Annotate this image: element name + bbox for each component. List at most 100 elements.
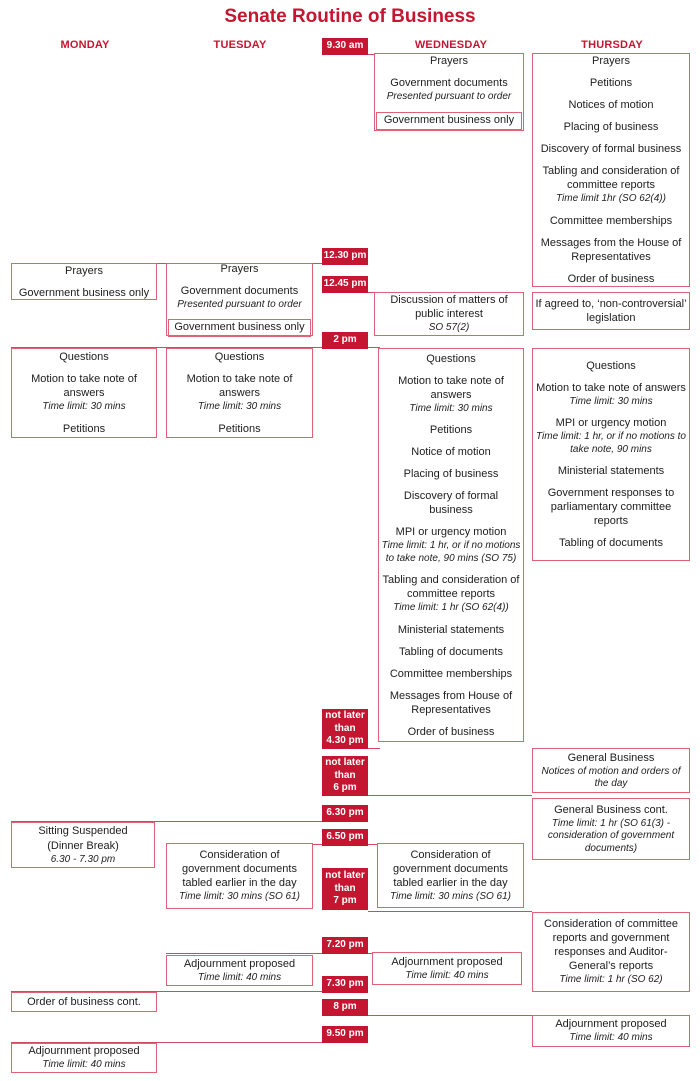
- time-badge-line: than: [334, 882, 356, 894]
- box-tue-consideration-gov-docs: Consideration of government documents ta…: [166, 843, 313, 909]
- time-badge-1245pm: 12.45 pm: [322, 276, 368, 293]
- schedule-item: MPI or urgency motion: [555, 417, 667, 430]
- schedule-item: Tabling of documents: [399, 645, 503, 658]
- time-badge-line: 7 pm: [333, 895, 357, 907]
- schedule-item: Government responses to parliamentary co…: [547, 487, 675, 528]
- time-badge-line: 7.20 pm: [326, 939, 364, 951]
- schedule-item: Tabling and consideration of committee r…: [542, 165, 680, 192]
- schedule-item: Time limit 1hr (SO 62(4)): [556, 193, 666, 205]
- schedule-item: Committee memberships: [549, 214, 673, 227]
- connector-line: [368, 1015, 532, 1017]
- connector-line: [368, 844, 378, 846]
- time-badge-line: 6 pm: [333, 782, 357, 794]
- schedule-item: If agreed to, ‘non-controversial’ legisl…: [535, 298, 687, 324]
- connector-line: [368, 748, 380, 750]
- schedule-item: Questions: [426, 352, 476, 365]
- schedule-item: Time limit: 30 mins (SO 61): [178, 891, 301, 903]
- schedule-item: Prayers: [65, 264, 103, 277]
- schedule-item: Notices of motion: [568, 99, 654, 112]
- time-badge-line: 8 pm: [333, 1001, 357, 1013]
- schedule-item: Prayers: [592, 55, 630, 68]
- schedule-item: Time limit: 1 hr (SO 61(3) - considerati…: [547, 817, 675, 854]
- schedule-item: Consideration of government documents ta…: [182, 849, 297, 890]
- time-badge-630pm: 6.30 pm: [322, 805, 368, 822]
- schedule-item: Prayers: [430, 55, 468, 68]
- time-badge-line: than: [334, 722, 356, 734]
- schedule-item: Government documents: [180, 284, 299, 297]
- box-mon-order-of-business-cont: Order of business cont.: [11, 992, 157, 1012]
- schedule-item: Government business only: [168, 319, 311, 338]
- schedule-item: Presented pursuant to order: [177, 298, 302, 310]
- schedule-item: Adjournment proposed: [28, 1045, 140, 1058]
- schedule-item: (Dinner Break): [47, 839, 119, 852]
- schedule-item: Time limit: 40 mins: [42, 1059, 126, 1071]
- schedule-item: Placing of business: [403, 468, 499, 480]
- time-badge-720pm: 7.20 pm: [322, 937, 368, 954]
- schedule-item: Questions: [586, 359, 636, 372]
- schedule-item: Consideration of government documents ta…: [393, 848, 508, 889]
- box-mon-sitting-suspended: Sitting Suspended(Dinner Break)6.30 - 7.…: [11, 822, 155, 868]
- box-wed-consideration-gov-docs: Consideration of government documents ta…: [377, 843, 524, 908]
- time-badge-1230pm: 12.30 pm: [322, 248, 368, 265]
- page-title: Senate Routine of Business: [224, 6, 476, 27]
- schedule-item: Questions: [214, 351, 265, 364]
- schedule-item: Discussion of matters of public interest: [390, 294, 508, 321]
- schedule-item: Ministerial statements: [397, 623, 505, 636]
- time-badge-line: 2 pm: [333, 334, 357, 346]
- time-badge-8pm: 8 pm: [322, 999, 368, 1016]
- box-thu-1245pm: If agreed to, ‘non-controversial’ legisl…: [532, 292, 690, 330]
- schedule-item: Notices of motion and orders of the day: [541, 765, 681, 790]
- schedule-item: Messages from the House of Representativ…: [540, 236, 682, 263]
- connector-line: [368, 911, 532, 913]
- schedule-item: General Business: [567, 751, 655, 764]
- schedule-item: Time limit: 40 mins: [405, 969, 489, 981]
- schedule-item: Motion to take note of answers: [31, 373, 137, 400]
- connector-line: [368, 953, 374, 955]
- schedule-item: Prayers: [220, 262, 259, 275]
- time-badge-line: not later: [325, 710, 365, 722]
- schedule-item: Time limit: 1 hr (SO 62): [559, 974, 663, 986]
- schedule-item: SO 57(2): [428, 322, 470, 334]
- schedule-item: Motion to take note of answers: [398, 374, 504, 401]
- schedule-item: Petitions: [218, 422, 261, 435]
- schedule-item: Questions: [59, 351, 109, 364]
- schedule-item: Presented pursuant to order: [386, 91, 512, 103]
- schedule-item: Consideration of committee reports and g…: [544, 918, 678, 973]
- time-badge-line: 12.45 pm: [323, 278, 367, 290]
- schedule-item: Time limit: 30 mins (SO 61): [389, 890, 512, 902]
- time-badge-line: not later: [325, 757, 365, 769]
- schedule-item: Time limit: 30 mins: [42, 401, 126, 413]
- schedule-item: Committee memberships: [389, 667, 513, 680]
- schedule-item: Time limit: 40 mins: [569, 1032, 653, 1044]
- connector-line: [368, 347, 380, 349]
- connector-line: [368, 292, 376, 294]
- schedule-item: Government business only: [18, 286, 150, 299]
- schedule-item: Order of business cont.: [27, 996, 141, 1008]
- schedule-item: Ministerial statements: [557, 465, 665, 478]
- schedule-item: 6.30 - 7.30 pm: [50, 853, 116, 865]
- day-header-wednesday: WEDNESDAY: [414, 39, 488, 51]
- schedule-item: Order of business: [567, 272, 655, 285]
- schedule-item: Order of business: [407, 725, 495, 738]
- schedule-item: Tabling and consideration of committee r…: [382, 574, 520, 600]
- schedule-item: Discovery of formal business: [540, 143, 682, 156]
- time-badge-930am: 9.30 am: [322, 38, 368, 55]
- schedule-item: Time limit: 1 hr, or if no motions to ta…: [381, 540, 521, 564]
- day-header-thursday: THURSDAY: [581, 39, 643, 51]
- schedule-item: Placing of business: [563, 121, 659, 134]
- time-badge-line: 6.30 pm: [326, 807, 364, 819]
